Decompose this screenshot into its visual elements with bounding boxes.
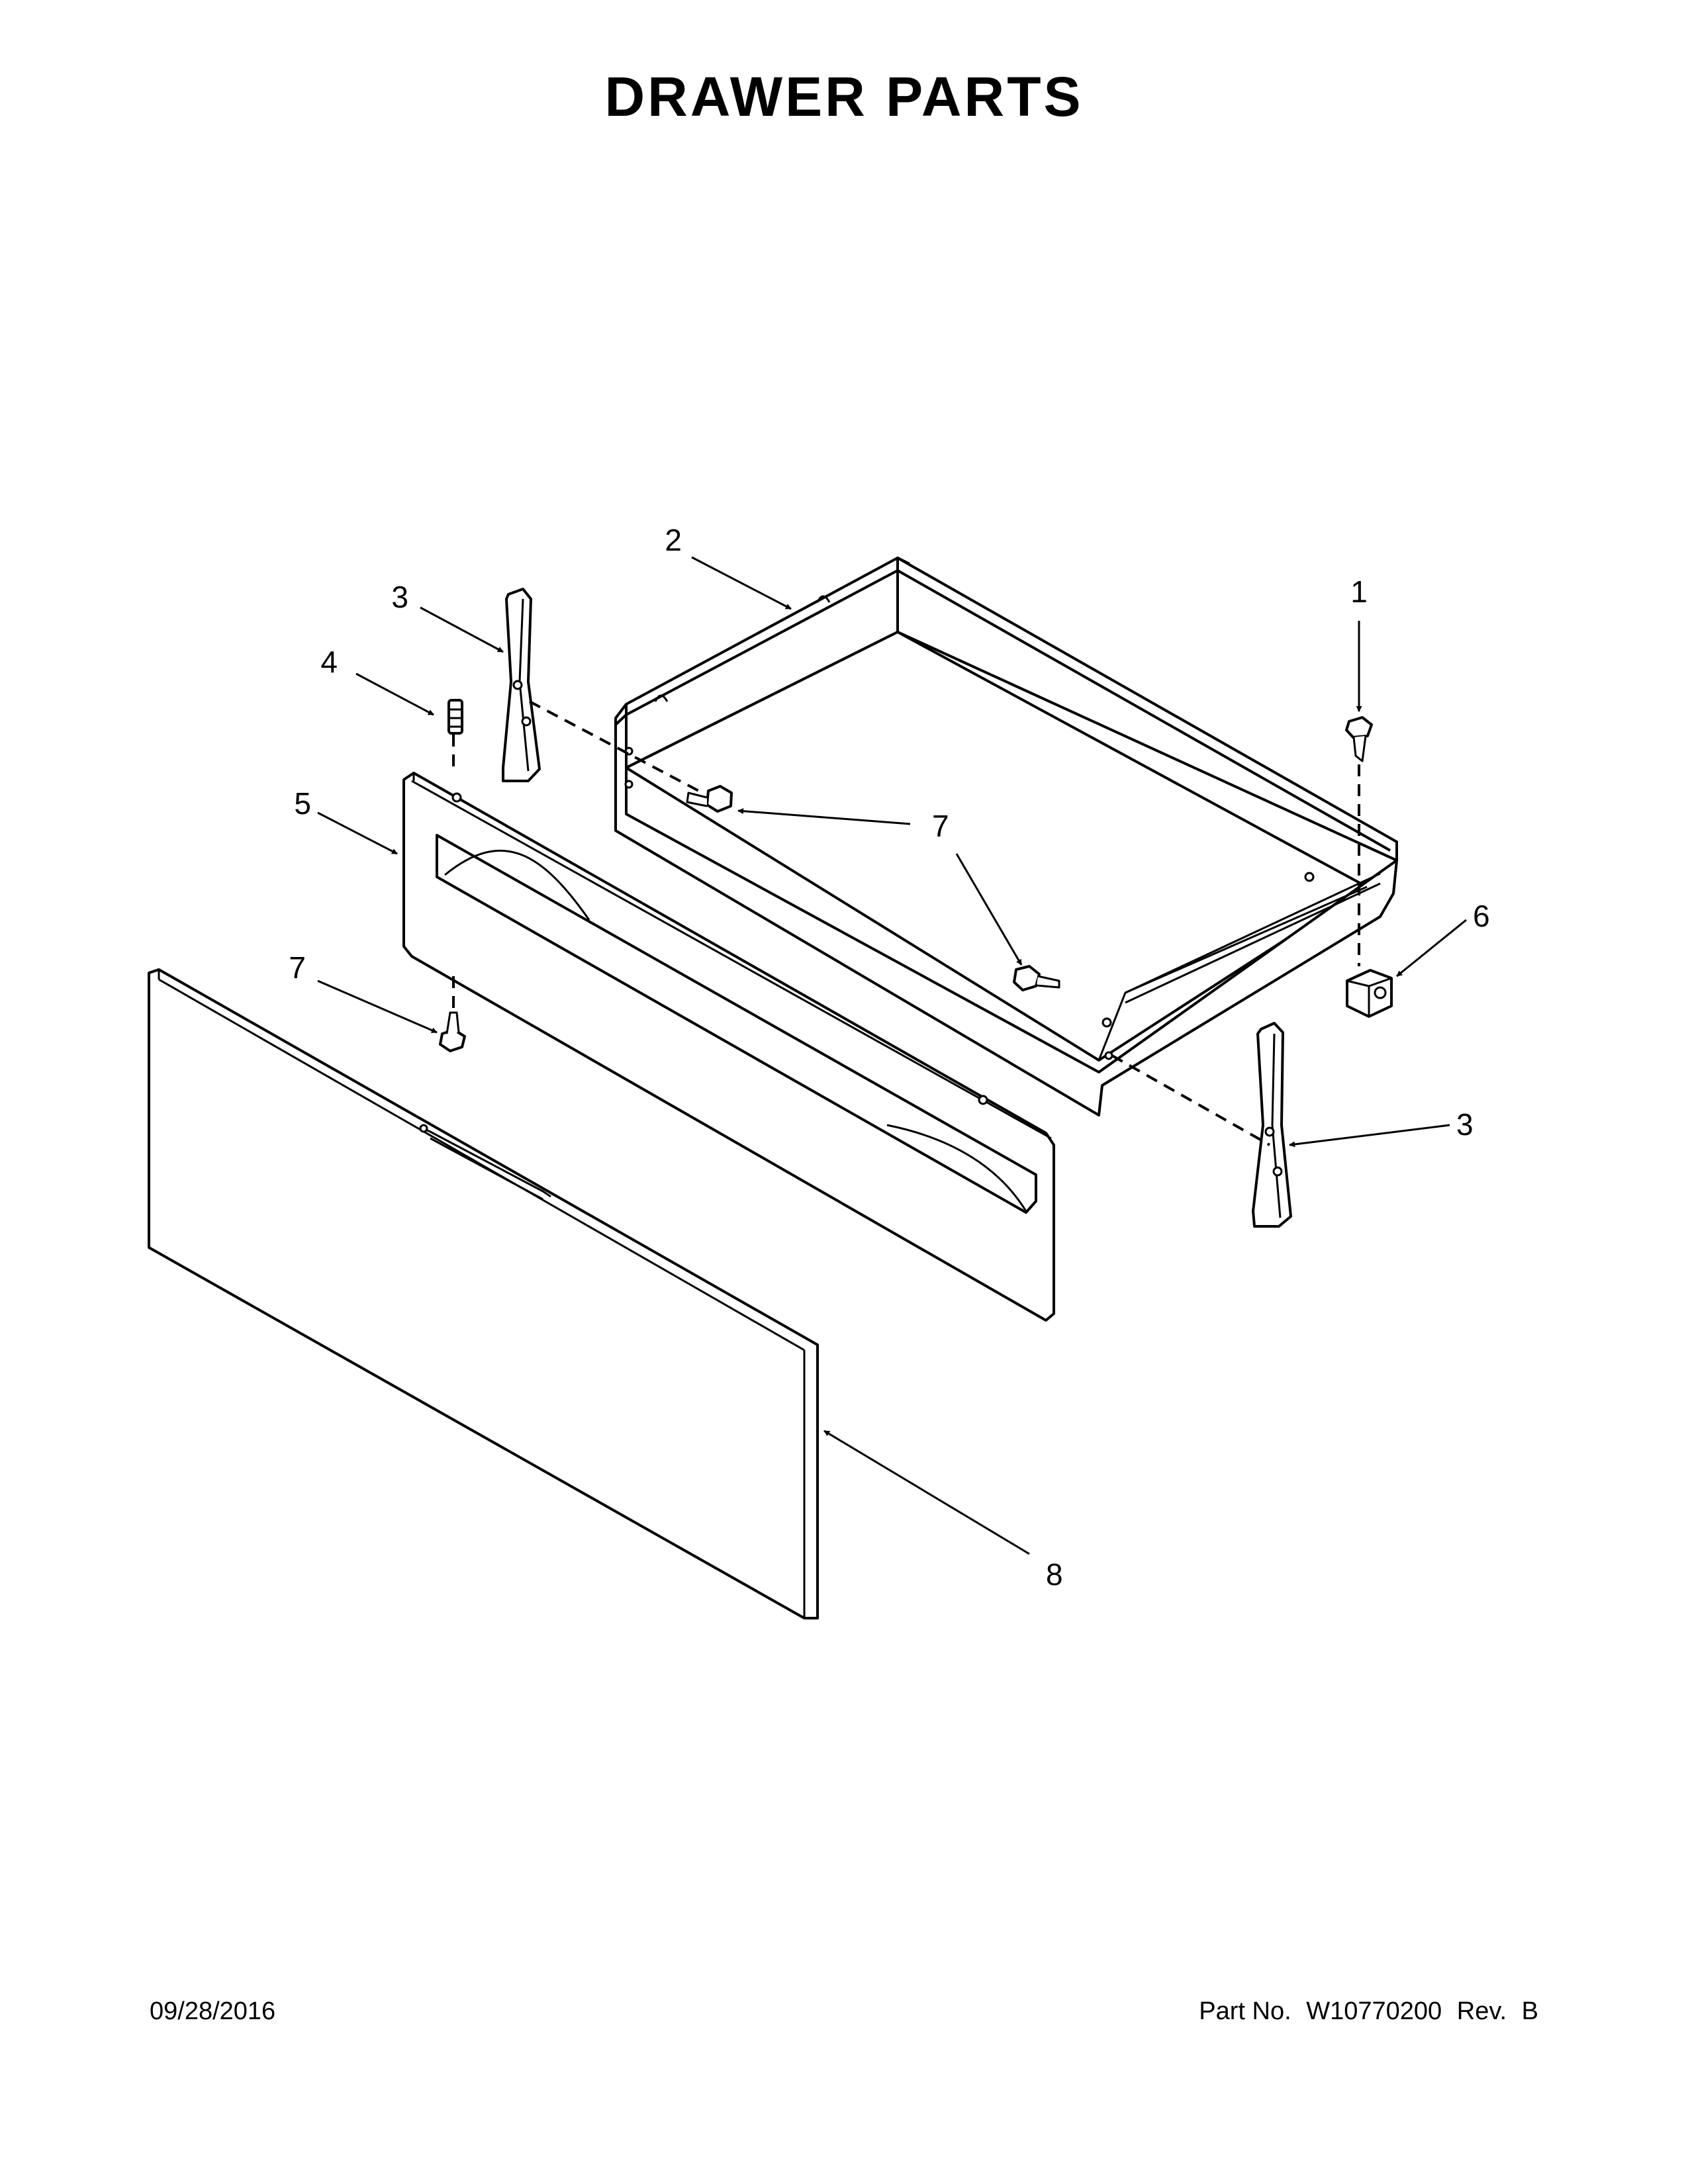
part-number: W10770200 — [1306, 1997, 1442, 2025]
stud-pin — [447, 699, 463, 735]
drawer-body — [614, 557, 1398, 1116]
footer-date: 09/28/2016 — [150, 1997, 276, 2025]
rev-label: Rev. — [1456, 1997, 1507, 2025]
screw-lower-left — [439, 1011, 466, 1052]
callout-7-center: 7 — [932, 809, 949, 843]
screw-top-right — [1345, 716, 1373, 762]
footer-part-info: Part No. W10770200 Rev. B — [1191, 1997, 1538, 2026]
page-title: DRAWER PARTS — [604, 66, 1084, 128]
screw-right — [1013, 965, 1060, 991]
drawer-front-inner-panel — [402, 772, 1055, 1322]
drawer-clip — [1346, 969, 1393, 1018]
callout-6: 6 — [1473, 899, 1490, 933]
alignment-lines — [452, 700, 1360, 1146]
screw-center — [686, 785, 733, 813]
callout-1: 1 — [1350, 574, 1368, 609]
drawer-slide-bracket-left — [502, 588, 541, 782]
callout-4: 4 — [320, 645, 338, 679]
drawer-front-outer-panel — [148, 968, 819, 1619]
callout-3-right: 3 — [1456, 1107, 1474, 1142]
part-label: Part No. — [1199, 1997, 1291, 2025]
callout-5: 5 — [294, 786, 311, 821]
callout-7-lower-left: 7 — [289, 950, 306, 985]
callout-labels: 2 3 4 5 1 6 7 7 3 8 — [289, 523, 1489, 1592]
callout-3-left: 3 — [391, 580, 408, 614]
leader-arrows — [317, 556, 1467, 1555]
callout-8: 8 — [1046, 1557, 1063, 1592]
callout-2: 2 — [665, 523, 682, 557]
drawer-slide-bracket-right — [1252, 1022, 1292, 1228]
rev-value: B — [1521, 1997, 1538, 2025]
